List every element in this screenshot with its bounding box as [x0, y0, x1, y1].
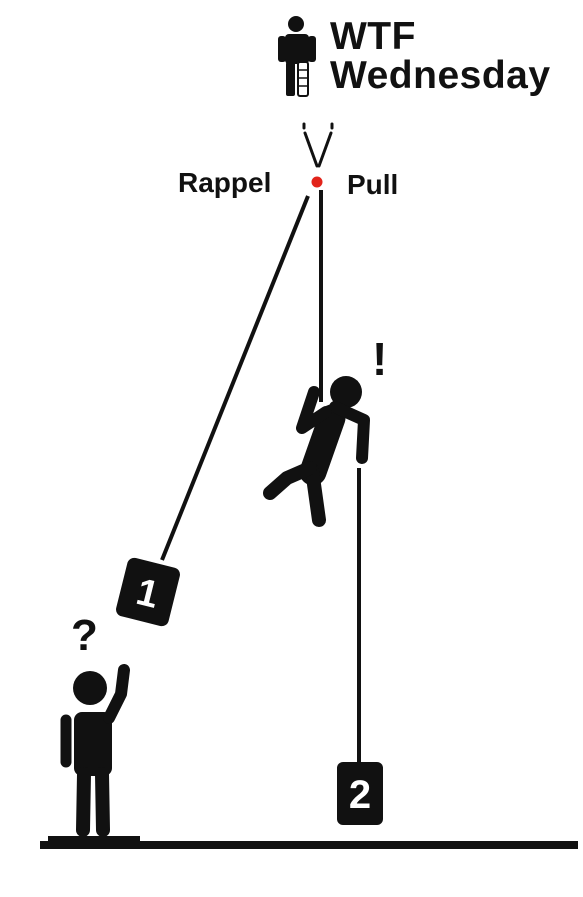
- climber-figure: [263, 376, 370, 527]
- knot-1: 1: [116, 557, 180, 627]
- rappel-rope: [160, 195, 310, 561]
- rappel-label: Rappel: [178, 167, 272, 198]
- anchor-point: [311, 176, 323, 188]
- exclamation-mark: !: [372, 333, 388, 385]
- title-line-1: WTF: [330, 15, 416, 58]
- ground-platform: [48, 836, 140, 842]
- question-mark: ?: [71, 611, 98, 660]
- anchor-sling: [302, 122, 334, 168]
- ground-line: [40, 841, 578, 849]
- injured-person-icon: [278, 16, 316, 97]
- ground-person-figure: [60, 664, 130, 837]
- knot-2: 2: [337, 762, 383, 825]
- pull-label: Pull: [347, 169, 399, 200]
- title-line-2: Wednesday: [330, 54, 551, 97]
- knot-2-label: 2: [349, 773, 371, 817]
